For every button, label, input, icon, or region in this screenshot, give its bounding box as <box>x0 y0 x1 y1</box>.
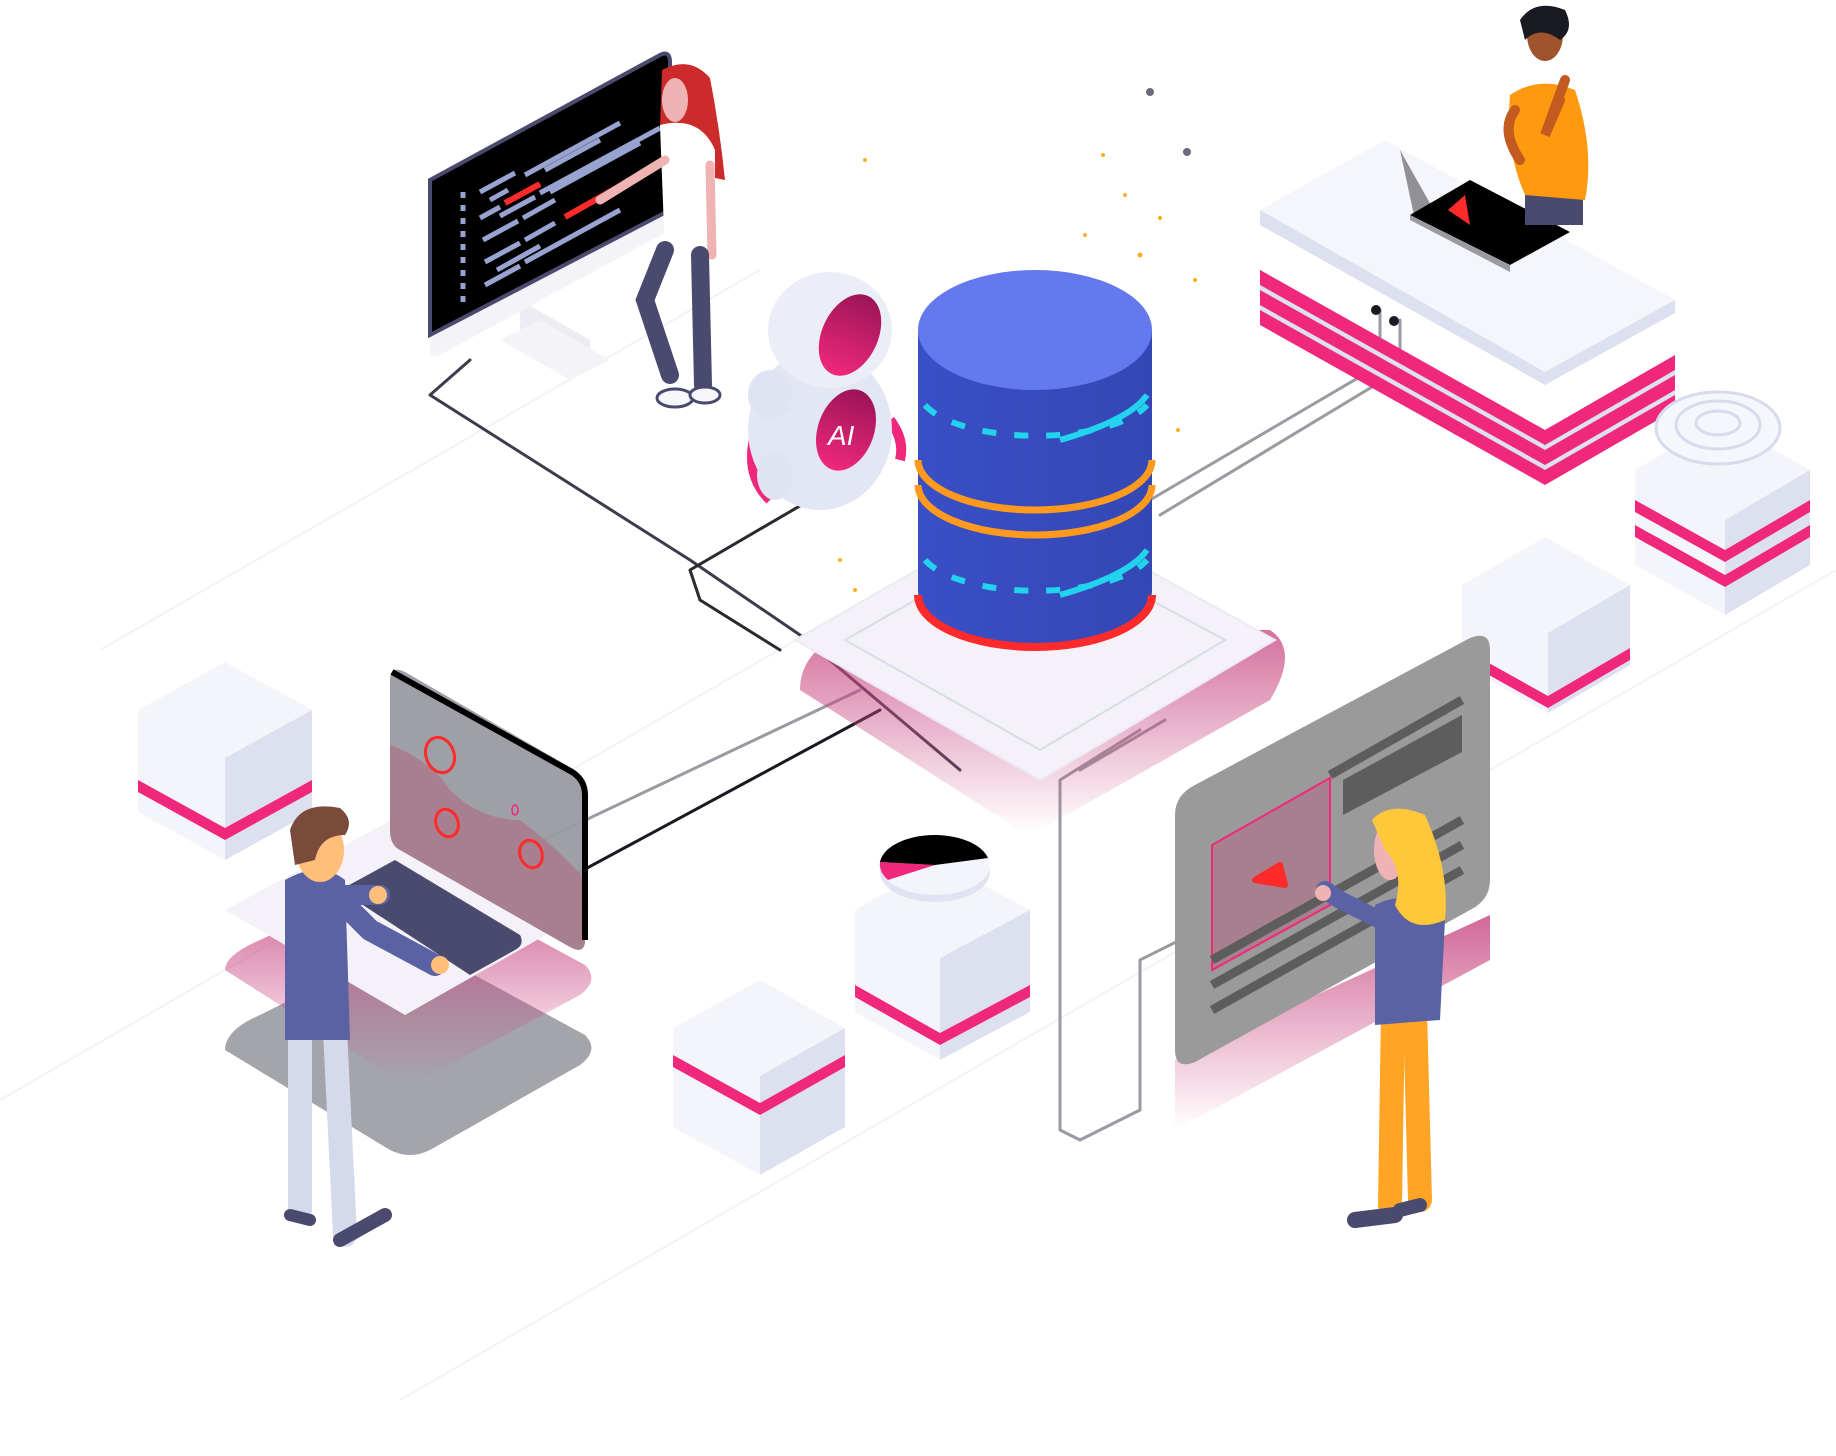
dot <box>1183 148 1191 156</box>
man-orange-shirt <box>1503 5 1589 225</box>
dot <box>1146 88 1154 96</box>
woman-red-hair <box>595 64 725 409</box>
ai-robot: AI <box>747 272 907 510</box>
woman-blonde-hair <box>1315 808 1446 1228</box>
cube-pie <box>855 834 1030 1060</box>
target-cube-right <box>1635 390 1810 615</box>
ai-badge-text: AI <box>826 420 855 451</box>
desk-platform-right <box>1260 140 1675 485</box>
code-monitor <box>428 51 672 380</box>
database-cylinder-icon <box>914 270 1156 651</box>
man-brown-hair <box>284 806 449 1247</box>
cube-bottom <box>673 980 845 1175</box>
cube-mid-right <box>1462 537 1630 713</box>
cube-left <box>138 662 312 860</box>
